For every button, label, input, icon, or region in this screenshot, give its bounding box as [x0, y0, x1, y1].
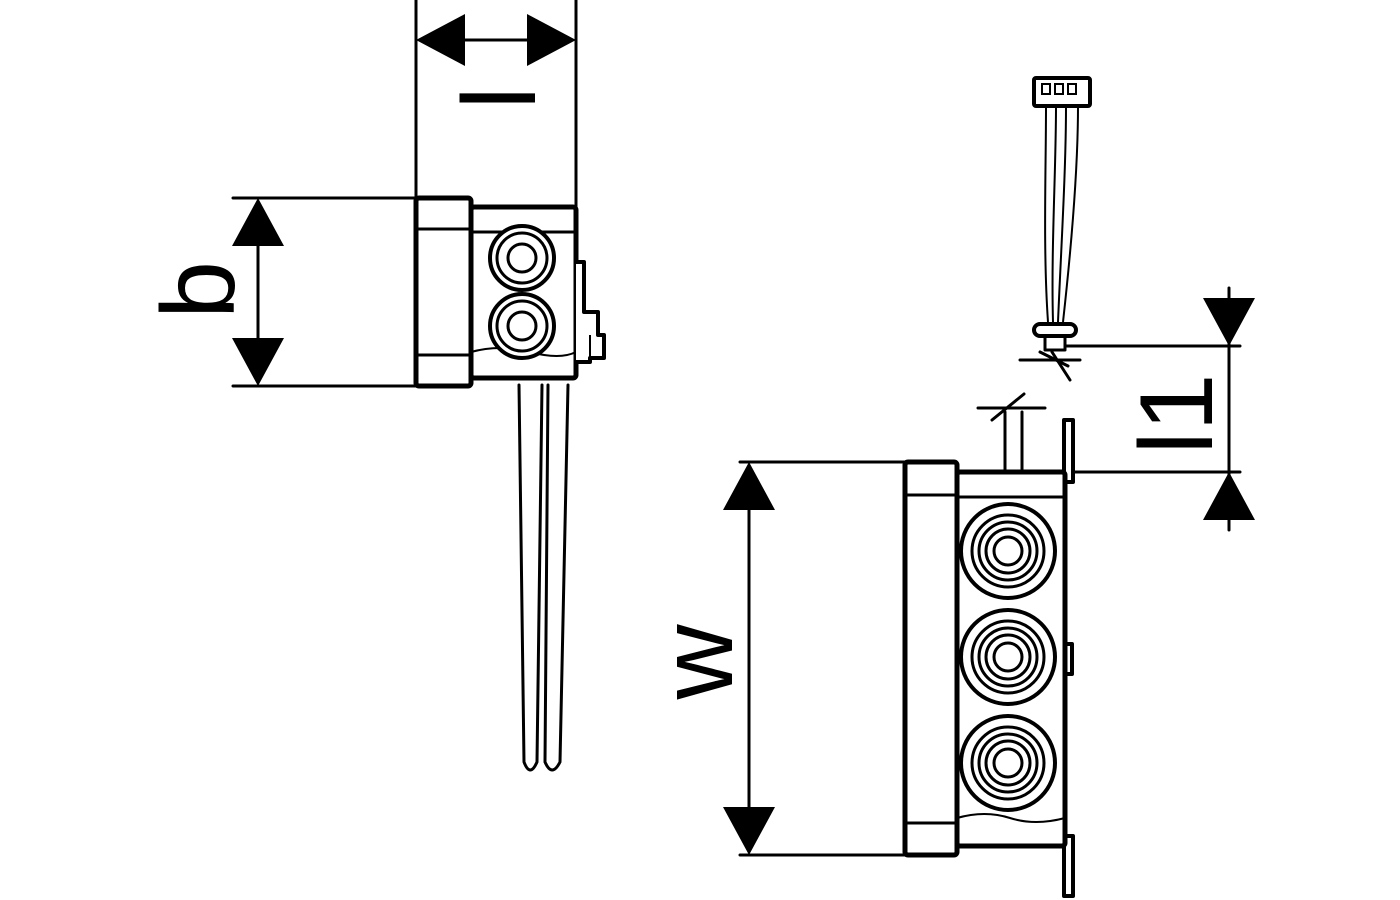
dimension-label-b: b: [141, 261, 257, 319]
dimension-label-l: l: [442, 86, 558, 109]
dimension-arrow-up: [1203, 472, 1255, 520]
dimension-l: l: [414, 0, 578, 209]
dimension-arrow-down: [723, 807, 775, 855]
front-view: w l1: [639, 76, 1255, 898]
dimension-w: w: [639, 460, 907, 857]
cable-gland-2: [959, 608, 1057, 706]
cable-gland-upper: [488, 224, 556, 292]
sensor-cable: [1018, 76, 1092, 382]
cable-gland-lower: [488, 292, 556, 360]
cable-gland-1: [959, 502, 1057, 600]
dimension-arrow-down: [232, 338, 284, 386]
dimension-arrow-down: [1203, 298, 1255, 346]
dimension-arrow-right: [527, 14, 576, 66]
dimension-label-l1: l1: [1119, 374, 1235, 455]
mounting-plate: [1062, 418, 1075, 898]
flange-plate-front: [902, 459, 960, 858]
stub-break: [976, 392, 1047, 474]
dimension-label-w: w: [639, 624, 755, 701]
side-view: l b: [141, 0, 606, 772]
dimension-b: b: [141, 196, 418, 388]
dimension-arrow-up: [232, 198, 284, 246]
heating-rods: [517, 383, 570, 772]
cable-gland-3: [959, 714, 1057, 812]
dimension-l1: l1: [1063, 286, 1255, 532]
dimension-arrow-up: [723, 462, 775, 510]
dimension-arrow-left: [416, 14, 465, 66]
flange-plate: [413, 195, 474, 389]
